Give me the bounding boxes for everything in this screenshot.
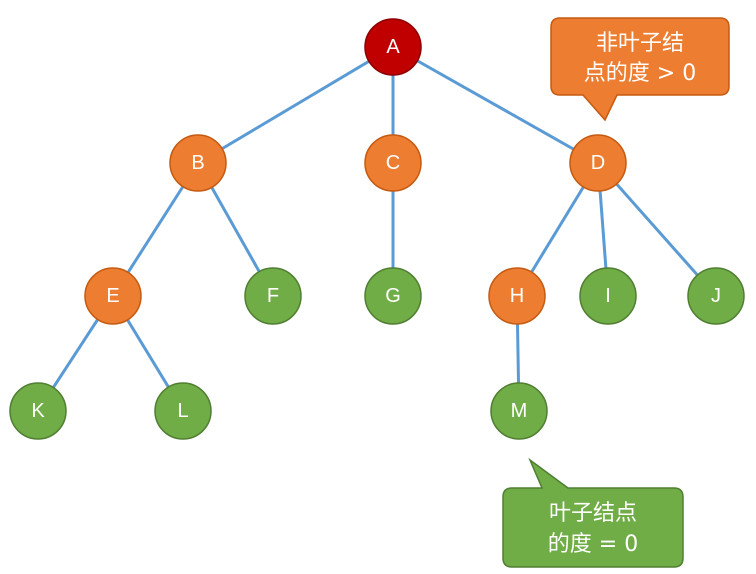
node-label-A: A xyxy=(386,36,400,58)
node-H: H xyxy=(488,267,546,325)
node-L: L xyxy=(154,382,212,440)
node-label-C: C xyxy=(386,152,400,174)
node-G: G xyxy=(364,267,422,325)
node-circle-J xyxy=(687,267,745,325)
nodes-layer: A B C D E F G H I J K L M xyxy=(9,18,745,440)
node-circle-H xyxy=(488,267,546,325)
node-label-E: E xyxy=(106,285,119,307)
callout-nonleaf-line-2: 点的度 > 0 xyxy=(584,61,696,86)
node-M: M xyxy=(490,382,548,440)
node-circle-D xyxy=(569,134,627,192)
node-circle-G xyxy=(364,267,422,325)
node-label-M: M xyxy=(511,400,528,422)
node-label-I: I xyxy=(605,285,611,307)
node-circle-I xyxy=(579,267,637,325)
node-J: J xyxy=(687,267,745,325)
node-C: C xyxy=(364,134,422,192)
node-I: I xyxy=(579,267,637,325)
node-label-K: K xyxy=(31,400,45,422)
node-E: E xyxy=(84,267,142,325)
callout-leaf-degree: 叶子结点 的度 = 0 xyxy=(502,457,684,568)
edge-A-B xyxy=(197,45,394,165)
node-D: D xyxy=(569,134,627,192)
node-circle-B xyxy=(169,134,227,192)
callout-leaf-line-1: 叶子结点 xyxy=(549,501,637,526)
node-circle-K xyxy=(9,382,67,440)
node-F: F xyxy=(244,267,302,325)
edge-D-J xyxy=(596,162,718,297)
node-label-J: J xyxy=(711,285,721,307)
node-label-D: D xyxy=(591,152,605,174)
node-K: K xyxy=(9,382,67,440)
node-circle-F xyxy=(244,267,302,325)
node-label-F: F xyxy=(267,285,279,307)
callout-nonleaf-line-1: 非叶子结 xyxy=(596,31,684,56)
node-circle-M xyxy=(490,382,548,440)
node-circle-C xyxy=(364,134,422,192)
callout-nonleaf-degree: 非叶子结 点的度 > 0 xyxy=(550,17,730,122)
callout-leaf-bubble xyxy=(502,457,684,568)
node-circle-L xyxy=(154,382,212,440)
node-label-G: G xyxy=(385,285,401,307)
callout-leaf-line-2: 的度 = 0 xyxy=(548,532,638,557)
node-B: B xyxy=(169,134,227,192)
node-label-L: L xyxy=(177,400,188,422)
node-circle-A xyxy=(364,18,422,76)
edge-A-D xyxy=(392,45,599,165)
node-label-B: B xyxy=(191,152,204,174)
node-label-H: H xyxy=(510,285,524,307)
node-circle-E xyxy=(84,267,142,325)
callout-nonleaf-bubble xyxy=(550,17,730,122)
node-A: A xyxy=(364,18,422,76)
